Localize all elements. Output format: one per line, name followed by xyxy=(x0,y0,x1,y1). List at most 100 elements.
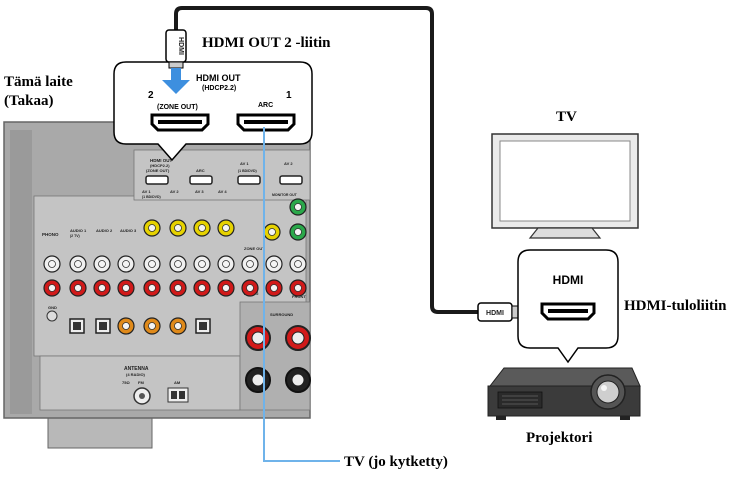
hdmi-plug-receiver-text: HDMI xyxy=(177,37,184,55)
hdmi-out-callout: HDMI OUT (HDCP2.2) 2 1 (ZONE OUT) ARC xyxy=(113,61,313,162)
panel-bd-label: (1 BD/DVD) xyxy=(238,169,257,173)
tv-already-connected-label: TV (jo kytketty) xyxy=(344,454,448,470)
av3-label: AV 3 xyxy=(195,189,204,194)
rca-jack-green-0 xyxy=(289,198,307,216)
monitor-out-label: MONITOR OUT xyxy=(272,193,298,197)
panel-jacks xyxy=(43,198,307,335)
fm-label: FM xyxy=(138,380,144,385)
receiver-left-rail xyxy=(10,130,32,414)
rca-jack-red-1 xyxy=(69,279,87,297)
callout-hdmi-port-2-pins xyxy=(158,120,202,124)
coaxial-jack-2 xyxy=(169,317,187,335)
rca-jack-zone-red xyxy=(241,279,259,297)
hdmi-plug-projector: HDMI xyxy=(477,302,519,322)
hdmi-plug-projector-text: HDMI xyxy=(486,310,504,317)
hdmi-input-connector-label: HDMI-tuloliitin xyxy=(624,298,727,314)
audio3-label: AUDIO 3 xyxy=(120,228,137,233)
am-label: AM xyxy=(174,380,181,385)
optical-jack-1-inner xyxy=(99,322,107,330)
rca-jack-red-7 xyxy=(217,279,235,297)
panel-zone-label: (ZONE OUT) xyxy=(146,168,170,173)
panel-hdmi-port-2 xyxy=(145,175,169,185)
projector-lens xyxy=(596,380,620,404)
receiver-foot xyxy=(47,417,153,449)
projector-illustration xyxy=(487,367,641,420)
projector-callout: HDMI xyxy=(517,249,619,364)
av1-label: AV 1 xyxy=(142,189,151,194)
callout-title: HDMI OUT xyxy=(196,73,241,83)
tv-illustration xyxy=(491,133,639,239)
panel-hdmi-port-av1 xyxy=(237,175,261,185)
gnd-terminal xyxy=(46,310,58,322)
projector-callout-title: HDMI xyxy=(553,273,584,287)
rca-jack-yellow-1 xyxy=(169,219,187,237)
rca-jack-white-2 xyxy=(93,255,111,273)
antenna-label: ANTENNA xyxy=(124,366,149,372)
rca-jack-red-4 xyxy=(143,279,161,297)
rca-jack-yellow-2 xyxy=(193,219,211,237)
panel-arc-label: ARC xyxy=(196,168,205,173)
rca-jack-white-4 xyxy=(143,255,161,273)
optical-jack-0-inner xyxy=(73,322,81,330)
hdmi-cable xyxy=(174,6,480,314)
surround-label: SURROUND xyxy=(270,312,293,317)
hdmi-plug-receiver: HDMI xyxy=(165,29,187,69)
am-terminal-a xyxy=(171,391,177,399)
av1-sub-label: (1 BD/DVD) xyxy=(142,195,161,199)
device-label-line2: (Takaa) xyxy=(4,93,53,109)
device-label-line1: Tämä laite xyxy=(4,74,73,90)
projector-hdmi-port-pins xyxy=(548,309,588,313)
fm-ohm-label: 75Ω xyxy=(122,380,130,385)
rca-jack-zone-white xyxy=(241,255,259,273)
coaxial-jack-1 xyxy=(143,317,161,335)
rca-jack-white-3 xyxy=(117,255,135,273)
callout-port2-number: 2 xyxy=(148,90,154,101)
rca-jack-white-7 xyxy=(217,255,235,273)
rca-jack-yellow-mon xyxy=(263,223,281,241)
rca-jack-white-5 xyxy=(169,255,187,273)
rca-jack-green-1 xyxy=(289,223,307,241)
callout-port1-number: 1 xyxy=(286,90,292,101)
phono-label: PHONO xyxy=(42,232,59,237)
panel-hdmi-port-1 xyxy=(189,175,213,185)
rca-jack-red-0 xyxy=(43,279,61,297)
receiver-speaker-plate xyxy=(239,301,311,411)
callout-port2-label: (ZONE OUT) xyxy=(157,104,198,111)
coaxial-jack-0 xyxy=(117,317,135,335)
antenna-sub-label: (4 RADIO) xyxy=(126,372,146,377)
zone-out-label: ZONE OUT xyxy=(244,246,265,251)
callout-hdmi-port-1-pins xyxy=(244,120,288,124)
panel-hdcp-label: (HDCP2.2) xyxy=(150,163,170,168)
callout-port1-label: ARC xyxy=(258,102,273,109)
rca-jack-red-3 xyxy=(117,279,135,297)
tv-stand xyxy=(528,227,602,239)
hdmi-out2-connector-label: HDMI OUT 2 -liitin xyxy=(202,35,331,51)
panel-hdmi-port-av2 xyxy=(279,175,303,185)
av4-label: AV 4 xyxy=(218,189,227,194)
rca-jack-front-white xyxy=(289,255,307,273)
fm-antenna-jack-center xyxy=(139,393,145,399)
rca-jack-red-2 xyxy=(93,279,111,297)
rca-jack-red-5 xyxy=(169,279,187,297)
callout-subtitle: (HDCP2.2) xyxy=(202,85,236,92)
gnd-label: GND xyxy=(48,305,57,310)
callout-bubble xyxy=(113,61,313,162)
panel-hdmi-out-label: HDMI OUT xyxy=(150,158,172,163)
receiver-upper-plate xyxy=(133,149,311,201)
rca-jack-front-red xyxy=(289,279,307,297)
tv-screen xyxy=(499,140,631,222)
tv-label: TV xyxy=(556,109,577,125)
audio2-label: AUDIO 2 xyxy=(96,228,113,233)
rca-jack-white-0 xyxy=(43,255,61,273)
existing-tv-pointer-line xyxy=(263,127,340,462)
rca-jack-white-6 xyxy=(193,255,211,273)
arrow-into-receiver xyxy=(162,68,190,94)
av2-label: AV 2 xyxy=(170,189,179,194)
rca-jack-sub-red xyxy=(265,279,283,297)
panel-av1-label: AV 1 xyxy=(240,161,249,166)
projector-label: Projektori xyxy=(526,430,592,446)
rca-jack-yellow-0 xyxy=(143,219,161,237)
rca-jack-red-6 xyxy=(193,279,211,297)
audio1-sub-label: (2 TV) xyxy=(70,234,80,238)
